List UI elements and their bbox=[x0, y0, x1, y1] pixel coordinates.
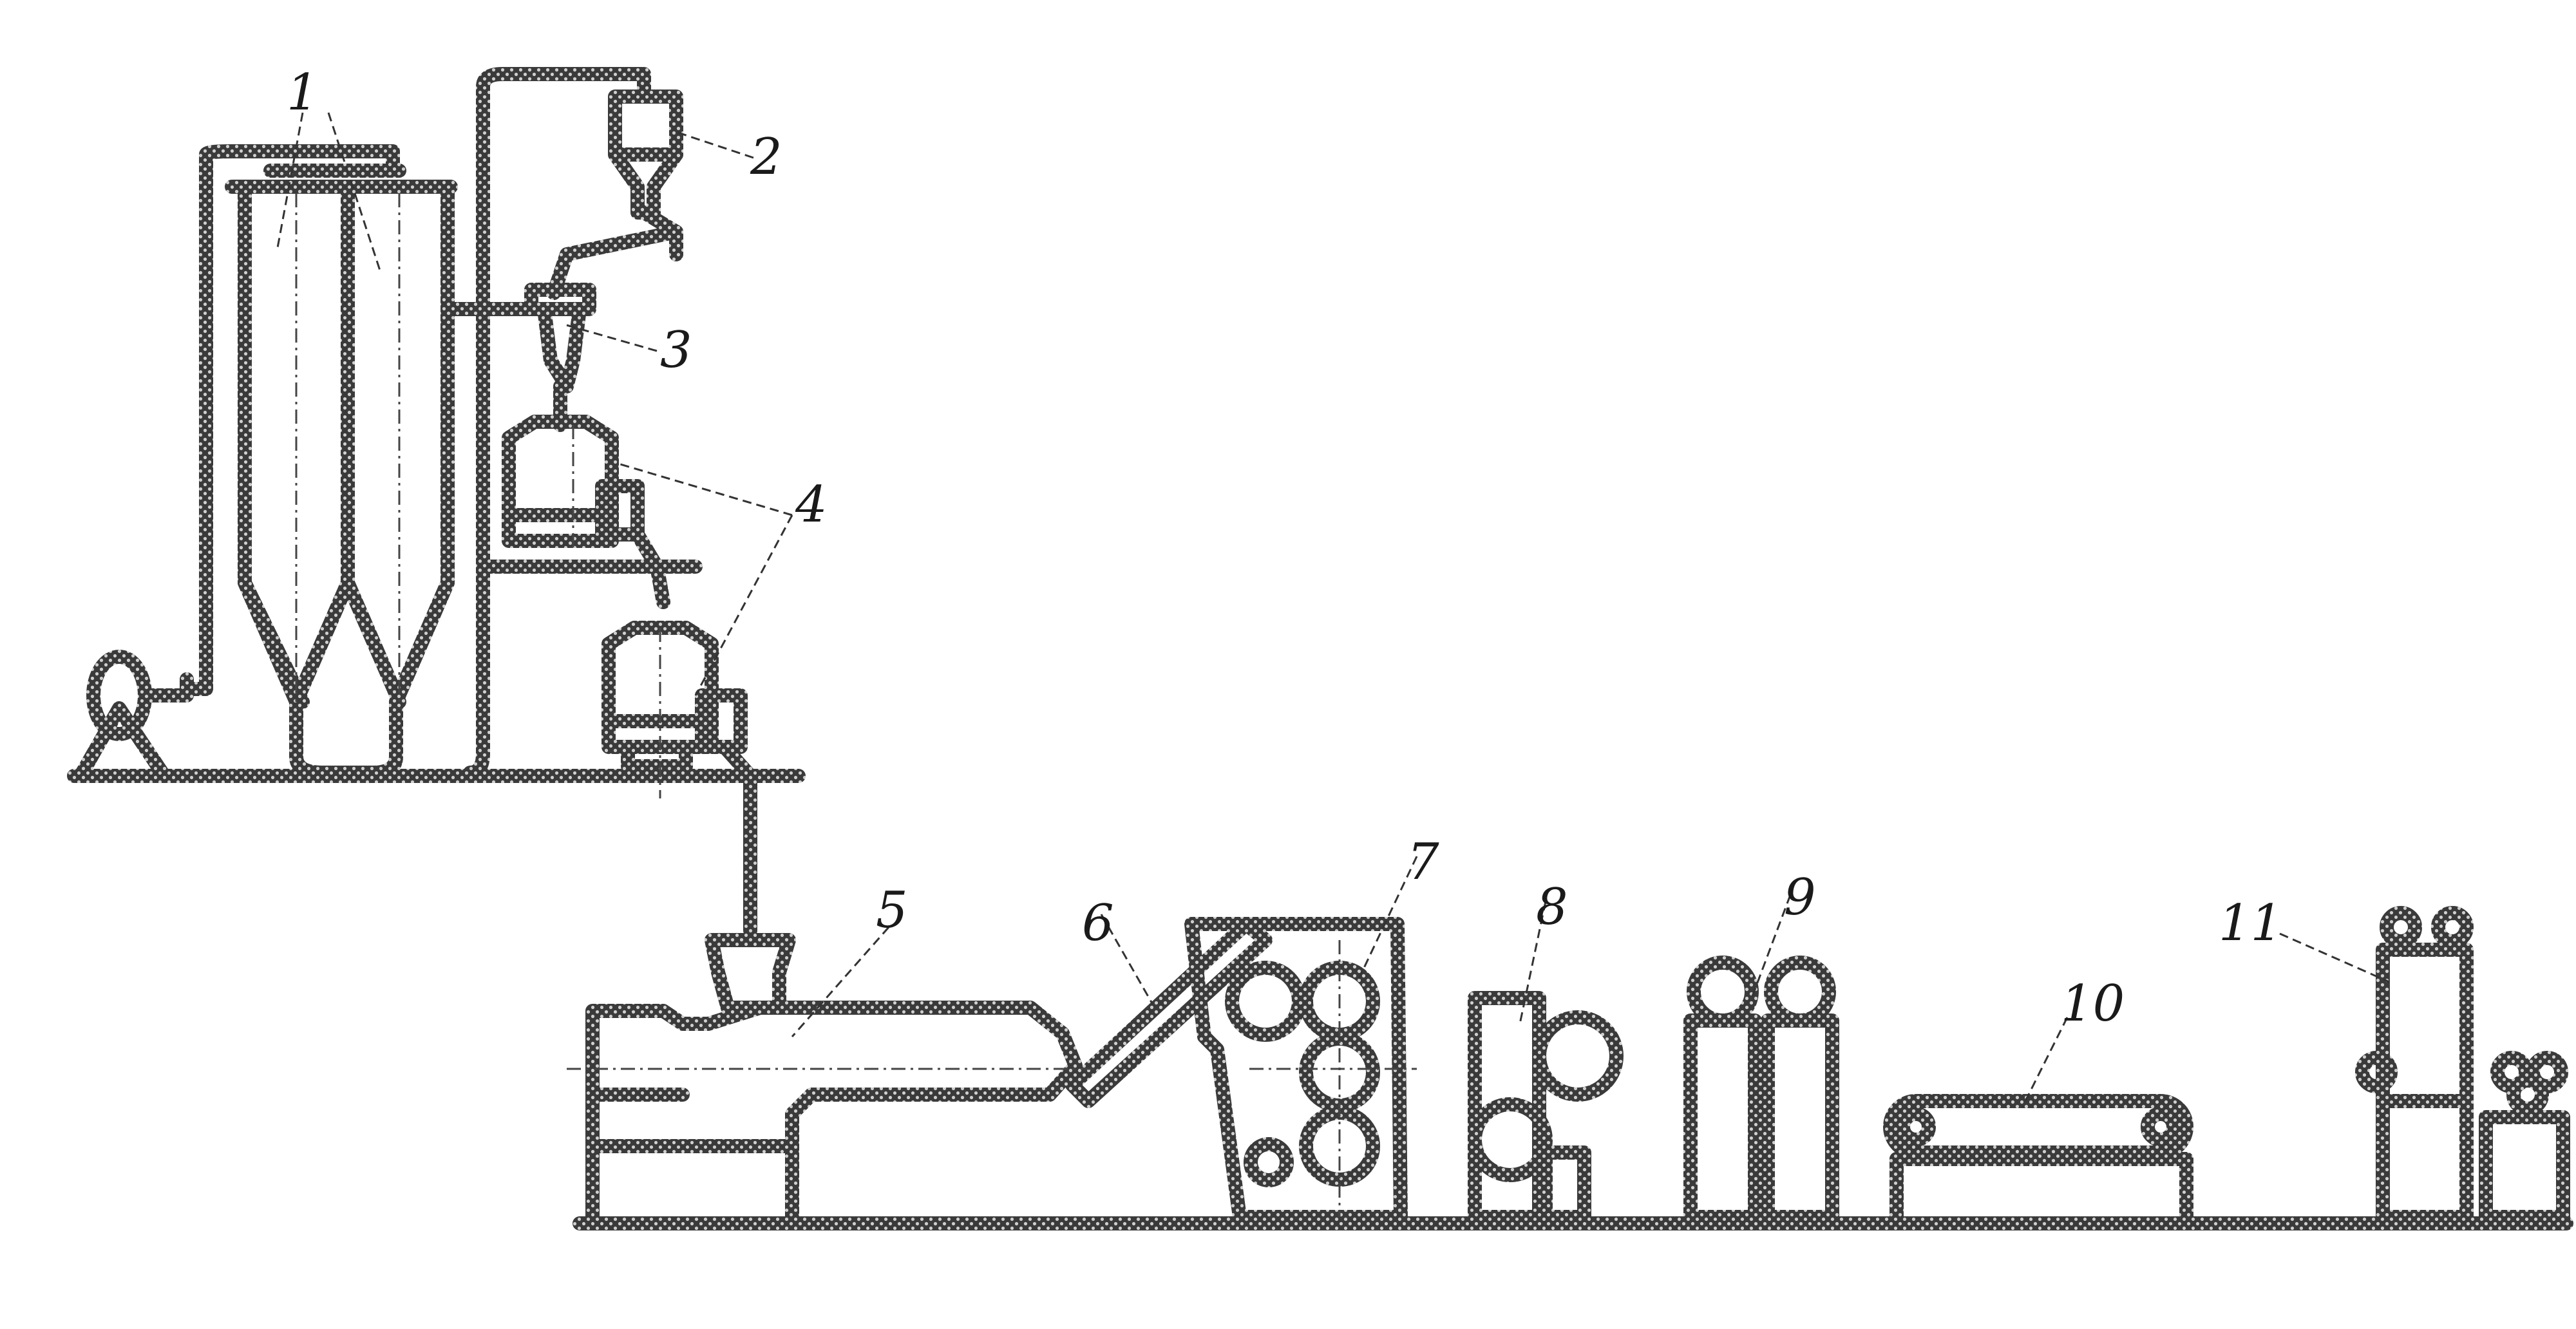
label-8: 8 bbox=[1536, 878, 1568, 936]
label-11: 11 bbox=[2219, 894, 2283, 952]
unit-9 bbox=[1683, 956, 1839, 1224]
hopper-3 bbox=[476, 283, 596, 432]
leader-9 bbox=[1750, 894, 1792, 999]
conveyor-6 bbox=[1065, 917, 1273, 1108]
leader-4a bbox=[618, 462, 793, 516]
leader-3 bbox=[566, 324, 658, 352]
leader-10 bbox=[2021, 1017, 2069, 1108]
leader-8 bbox=[1519, 901, 1547, 1024]
feed-pipe bbox=[717, 740, 757, 938]
extruder-5 bbox=[585, 933, 1083, 1224]
label-4: 4 bbox=[795, 476, 828, 534]
fan-unit bbox=[73, 650, 194, 783]
return-line bbox=[463, 302, 490, 780]
dryer-link bbox=[630, 527, 670, 609]
winder-11 bbox=[2355, 906, 2570, 1224]
leader-6 bbox=[1100, 914, 1154, 1005]
leader-11 bbox=[2279, 932, 2390, 983]
leader-5 bbox=[791, 927, 890, 1037]
leader-7 bbox=[1358, 856, 1418, 979]
label-9: 9 bbox=[1784, 869, 1816, 927]
label-10: 10 bbox=[2061, 975, 2125, 1033]
leader-1 bbox=[276, 112, 304, 252]
label-2: 2 bbox=[750, 128, 782, 186]
intake-duct bbox=[180, 144, 400, 696]
roll-stand-7 bbox=[1184, 917, 1408, 1224]
silo-group bbox=[225, 164, 458, 780]
pneumatic-line bbox=[440, 67, 651, 316]
label-1: 1 bbox=[287, 64, 319, 122]
cyclone-2 bbox=[547, 90, 683, 300]
dryer-4-upper bbox=[476, 415, 703, 574]
label-6: 6 bbox=[1082, 894, 1114, 952]
label-7: 7 bbox=[1407, 833, 1439, 891]
label-3: 3 bbox=[660, 321, 692, 379]
unit-8 bbox=[1468, 991, 1624, 1224]
leader-4b bbox=[694, 514, 793, 696]
belt-conveyor-10 bbox=[1883, 1094, 2193, 1224]
leader-2 bbox=[676, 131, 754, 159]
label-5: 5 bbox=[876, 881, 908, 939]
